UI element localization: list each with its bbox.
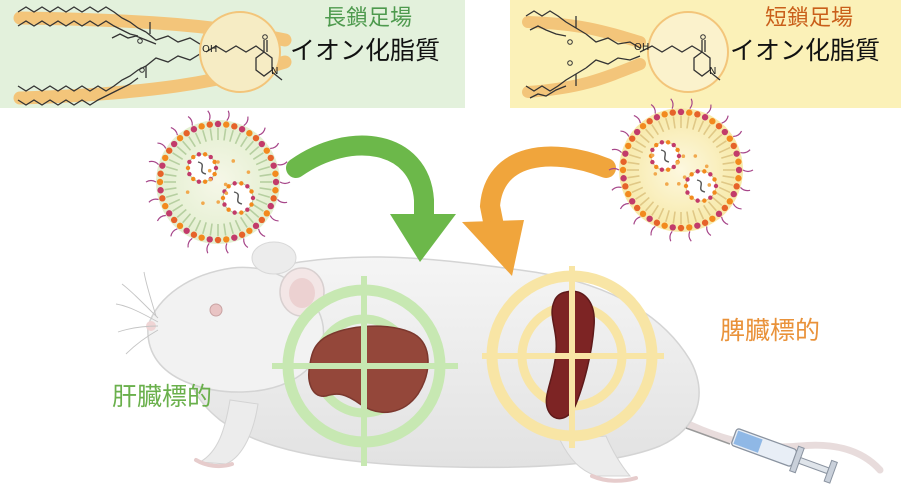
mouse-back-paw: [590, 474, 638, 483]
long-chain-title-top: 長鎖足場: [324, 6, 413, 31]
long-chain-lipid-structure: [13, 6, 292, 106]
syringe-plunger: [798, 457, 830, 475]
mouse-whiskers: [115, 271, 159, 355]
mouse-ear-inner: [289, 278, 315, 308]
short-chain-lipid-structure: [522, 10, 729, 99]
liver-arrow: [286, 135, 456, 262]
long-chain-nitrogen-label: N: [271, 66, 278, 77]
long-chain-title-bottom: イオン化脂質: [290, 36, 441, 65]
liver-target-label: 肝臓標的: [112, 382, 213, 411]
spleen-target-label: 脾臓標的: [720, 316, 821, 345]
mouse-back-leg: [559, 435, 632, 477]
short-chain-hydroxyl-label: OH: [634, 42, 649, 53]
short-chain-title-top: 短鎖足場: [765, 6, 854, 31]
spleen-arrow: [462, 146, 616, 276]
mouse-ear-back: [251, 241, 297, 275]
short-chain-nanoparticle: [608, 98, 754, 242]
mouse-tail: [676, 416, 884, 474]
spleen-target: [482, 266, 664, 448]
long-chain-hydroxyl-label: OH: [202, 44, 217, 55]
syringe-plunger-cap: [823, 459, 838, 484]
syringe: [685, 427, 838, 484]
long-chain-panel: OH N: [0, 0, 465, 108]
short-chain-panel: OH N: [510, 0, 901, 108]
short-chain-nitrogen-label: N: [709, 66, 716, 77]
liver-target: [272, 276, 458, 466]
syringe-needle: [685, 427, 731, 445]
mouse-eye: [209, 303, 223, 317]
long-chain-nanoparticle: [145, 110, 291, 254]
syringe-fluid: [733, 430, 763, 453]
short-chain-title-bottom: イオン化脂質: [730, 36, 881, 65]
mouse-front-paw: [194, 458, 234, 469]
